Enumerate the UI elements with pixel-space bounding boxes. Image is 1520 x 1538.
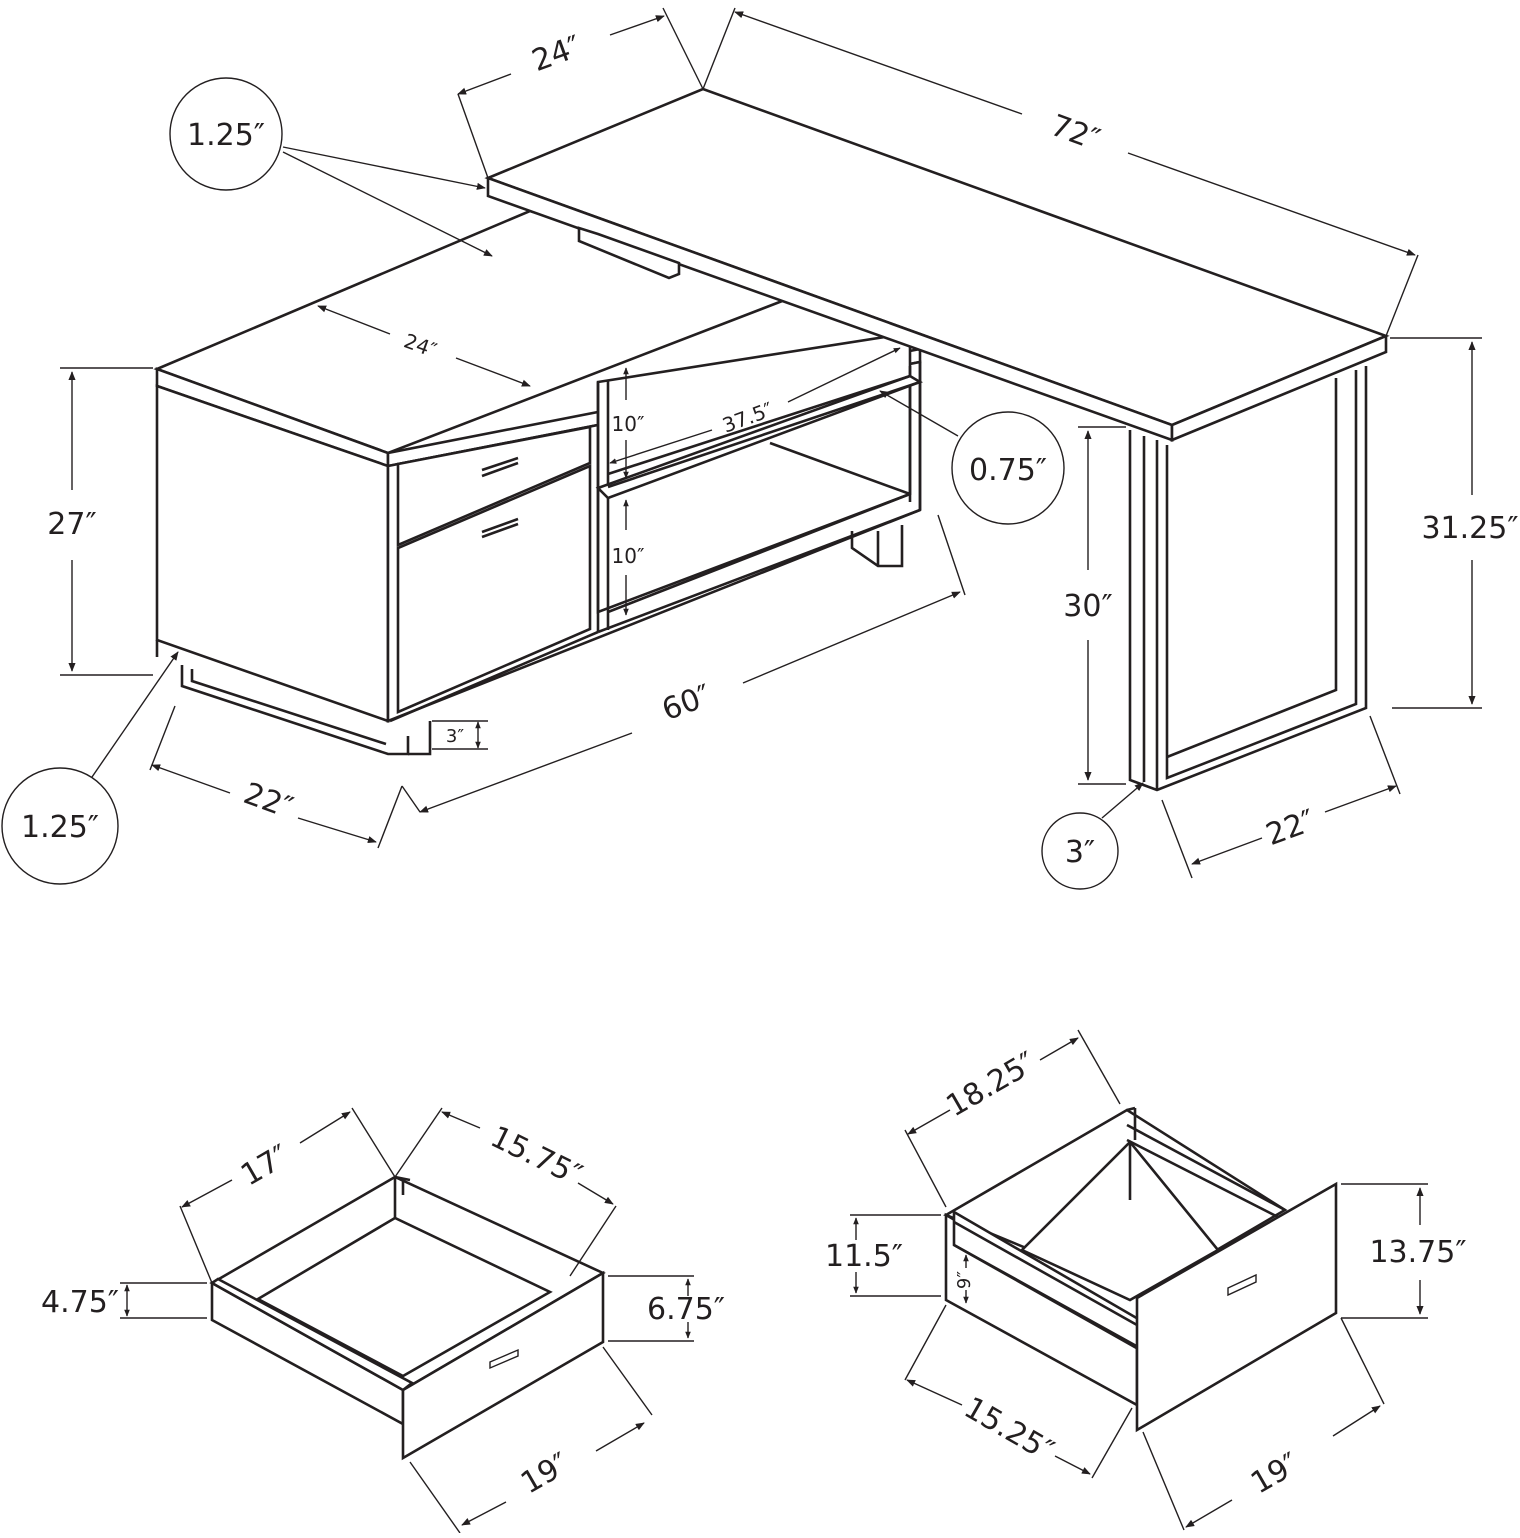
file-drawer-front-width-label: 19″ (1245, 1446, 1305, 1501)
top-thickness-label: 1.25″ (187, 118, 265, 153)
drawer-handle-icon (489, 1348, 519, 1370)
file-drawer-depth-label: 18.25″ (940, 1045, 1042, 1124)
shelf-thickness-label: 0.75″ (969, 453, 1047, 488)
desktop-right-edge (1170, 334, 1388, 442)
small-drawer-width-label: 15.75″ (485, 1119, 588, 1193)
file-drawer-dimension-lines (850, 1029, 1428, 1531)
l-shaped-desk (153, 87, 1390, 792)
upper-shelf-height-label: 10″ (612, 412, 645, 436)
small-drawer-front-width-label: 19″ (515, 1446, 575, 1501)
cabinet-base-frame (180, 665, 410, 756)
callout-bubble (169, 77, 283, 191)
drawer-handle-icon (481, 456, 519, 478)
file-drawer-front (396, 464, 592, 714)
callout-bubble (951, 411, 1065, 525)
file-drawer-width-label: 15.25″ (958, 1390, 1060, 1469)
file-drawer (943, 1106, 1338, 1433)
drawer-handle-icon (1227, 1273, 1257, 1297)
knee-clearance-label: 30″ (1063, 589, 1112, 624)
leg-width-label: 3″ (1065, 835, 1095, 870)
callout-bubble (1, 767, 119, 885)
foot-height-label: 3″ (446, 726, 464, 747)
small-drawer-front-height-label: 6.75″ (647, 1292, 725, 1327)
cabinet-height-label: 27″ (47, 507, 96, 542)
file-drawer-front-height-label: 13.75″ (1369, 1235, 1466, 1270)
lower-thickness-label: 1.25″ (21, 810, 99, 845)
small-drawer-depth-label: 17″ (235, 1138, 295, 1193)
top-width-label: 72″ (1046, 108, 1104, 158)
top-depth-label: 24″ (528, 29, 586, 79)
small-drawer-side-height-label: 4.75″ (41, 1285, 119, 1320)
file-drawer-height-label: 11.5″ (825, 1239, 903, 1274)
drawer-handle-icon (481, 517, 519, 539)
cabinet-length-label: 60″ (658, 678, 716, 728)
lower-shelf-height-label: 10″ (612, 544, 645, 568)
cabinet-side-depth-label: 22″ (239, 776, 297, 826)
overall-height-label: 31.25″ (1421, 511, 1518, 546)
desk-dimension-lines (60, 7, 1482, 879)
callout-bubble (1041, 812, 1119, 890)
file-drawer-inner-height-label: 9″ (954, 1271, 975, 1289)
leg-depth-label: 22″ (1262, 803, 1320, 853)
small-drawer-dimension-lines (120, 1107, 694, 1534)
small-drawer (209, 1175, 606, 1461)
top-drawer-front (396, 425, 592, 547)
